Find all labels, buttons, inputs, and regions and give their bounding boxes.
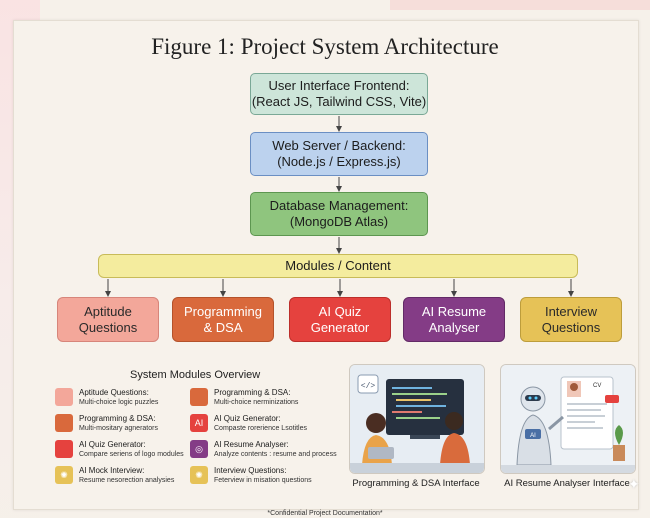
sun-icon: ✺ [190, 466, 208, 484]
database-layer-box: Database Management: (MongoDB Atlas) [250, 192, 428, 236]
ai-icon: AI [190, 414, 208, 432]
legend-sub: Compaste rorerience Lsotitles [214, 425, 307, 432]
module-ai-resume-box: AI Resume Analyser [403, 297, 505, 342]
legend-sub: Analyze contents : resume and process [214, 451, 337, 458]
legend-item: Programming & DSA: Multi-choice nerminiza… [190, 388, 298, 407]
module-aptitude-box: Aptitude Questions [57, 297, 159, 342]
programming-illustration: </> [349, 364, 485, 474]
module-ai-quiz-box: AI Quiz Generator [289, 297, 391, 342]
legend-swatch [55, 414, 73, 432]
legend-title: AI Quiz Generator: [214, 414, 281, 423]
ai-badge: AI [530, 433, 536, 439]
legend-sub: Multi-choice nerminizations [214, 399, 299, 406]
legend-item: Aptitude Questions: Multi-choice logic pu… [55, 388, 158, 407]
cv-label: CV [593, 383, 601, 389]
legend-item: AI Quiz Generator: Compare seriens of log… [55, 440, 184, 459]
legend-item: ✺ AI Mock Interview: Resume nesorection a… [55, 466, 174, 485]
module-programming-box: Programming & DSA [172, 297, 274, 342]
background-decoration-top [390, 0, 650, 10]
overview-title: System Modules Overview [130, 369, 261, 381]
legend-sub: Feterview in misation questions [214, 477, 312, 484]
figure-title: Figure 1: Project System Architecture [151, 34, 499, 59]
legend-swatch [55, 440, 73, 458]
legend-title: AI Mock Interview: [79, 466, 145, 475]
legend-title: AI Quiz Generator: [79, 440, 146, 449]
legend-title: Programming & DSA: [79, 414, 156, 423]
footer-note: *Confidential Project Documentation* [267, 510, 383, 517]
legend-title: Interview Questions: [214, 466, 287, 475]
module-interview-box: Interview Questions [520, 297, 622, 342]
legend-title: Programming & DSA: [214, 388, 291, 397]
resume-illustration: CV AI [500, 364, 636, 474]
modules-layer-box: Modules / Content [98, 254, 578, 278]
legend-title: AI Resume Analyser: [214, 440, 289, 449]
frontend-layer-box: User Interface Frontend: (React JS, Tail… [250, 73, 428, 115]
legend-sub: Resume nesorection analysies [79, 477, 175, 484]
target-icon: ◎ [190, 440, 208, 458]
legend-item: ✺ Interview Questions: Feterview in misat… [190, 466, 312, 485]
sun-icon: ✺ [55, 466, 73, 484]
legend-item: ◎ AI Resume Analyser: Analyze contents : … [190, 440, 337, 459]
legend-item: Programming & DSA: Multi-mositary agnerat… [55, 414, 158, 433]
legend-title: Aptitude Questions: [79, 388, 149, 397]
legend-swatch [55, 388, 73, 406]
resume-panel-caption: AI Resume Analyser Interface [504, 478, 630, 489]
legend-sub: Compare seriens of logo modules [79, 451, 184, 458]
svg-text:</>: </> [361, 382, 376, 391]
legend-sub: Multi-choice logic puzzles [79, 399, 159, 406]
programming-panel-caption: Programming & DSA Interface [352, 478, 480, 489]
legend-swatch [190, 388, 208, 406]
legend-item: AI AI Quiz Generator: Compaste rorerience… [190, 414, 307, 433]
sparkle-icon: ✦ [628, 476, 640, 492]
backend-layer-box: Web Server / Backend: (Node.js / Express… [250, 132, 428, 176]
legend-sub: Multi-mositary agnerators [79, 425, 158, 432]
